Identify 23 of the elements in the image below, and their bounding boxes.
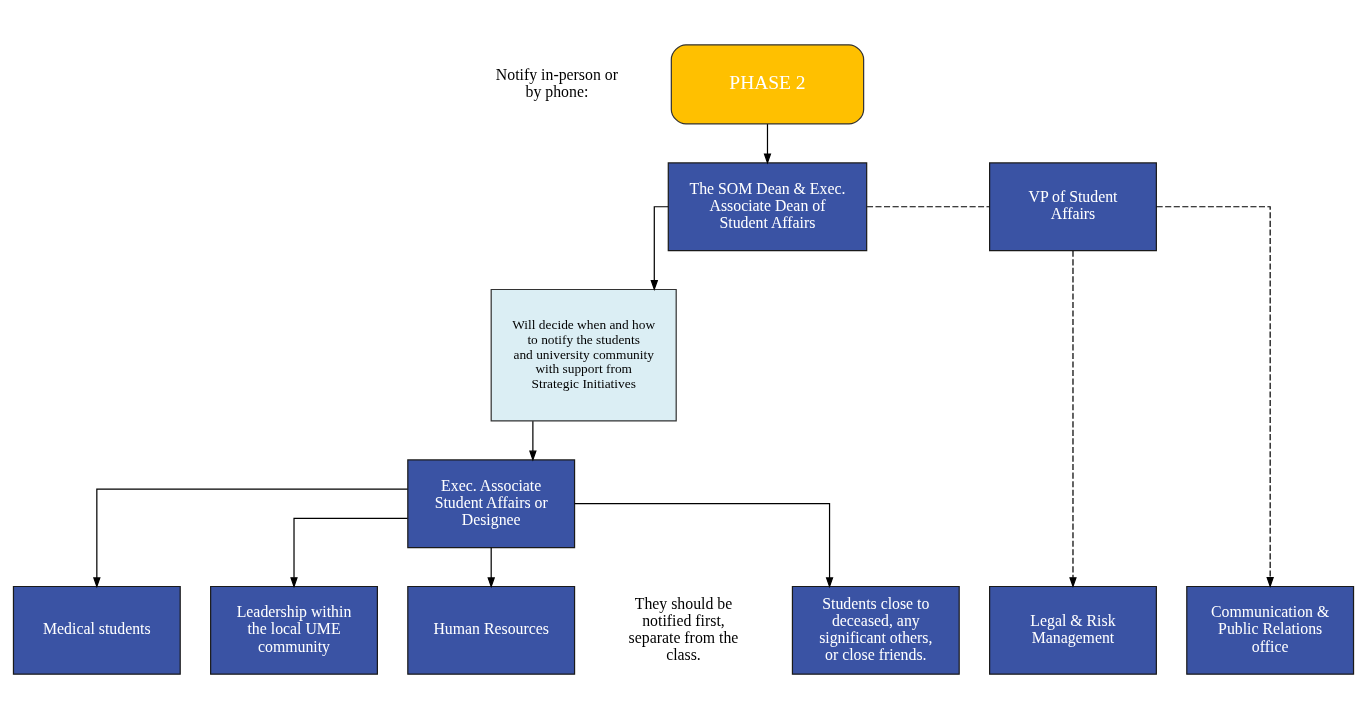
node-box: Students close to deceased, any significant others, or close friends. <box>791 585 960 675</box>
node-box: Exec. Associate Student Affairs or Designee <box>407 459 576 549</box>
arrow <box>529 420 537 462</box>
arrow <box>763 123 772 165</box>
node-box: The SOM Dean & Exec. Associate Dean of Student Affairs <box>667 162 868 252</box>
node-box: Leadership within the local UME community <box>210 585 378 675</box>
node-box: Medical students <box>12 585 181 675</box>
arrow <box>574 503 834 589</box>
arrow <box>290 517 409 589</box>
node-box: Will decide when and how to notify the students and university community with support from Strategic Initiatives <box>490 288 677 422</box>
arrow <box>93 488 409 589</box>
arrow <box>487 547 496 589</box>
node-box: Legal & Risk Management <box>989 585 1157 675</box>
connector <box>866 206 990 208</box>
label: Notify in-person or by phone: <box>495 66 618 101</box>
node-box: Human Resources <box>407 585 576 675</box>
node-box: PHASE 2 <box>670 44 865 125</box>
arrow <box>650 206 669 292</box>
arrow <box>1069 250 1077 589</box>
node-box: VP of Student Affairs <box>989 162 1157 252</box>
node-box: Communication & Public Relations office <box>1186 585 1355 675</box>
label: They should be notified first, separate from the class. <box>628 594 739 664</box>
arrow <box>1156 206 1274 589</box>
